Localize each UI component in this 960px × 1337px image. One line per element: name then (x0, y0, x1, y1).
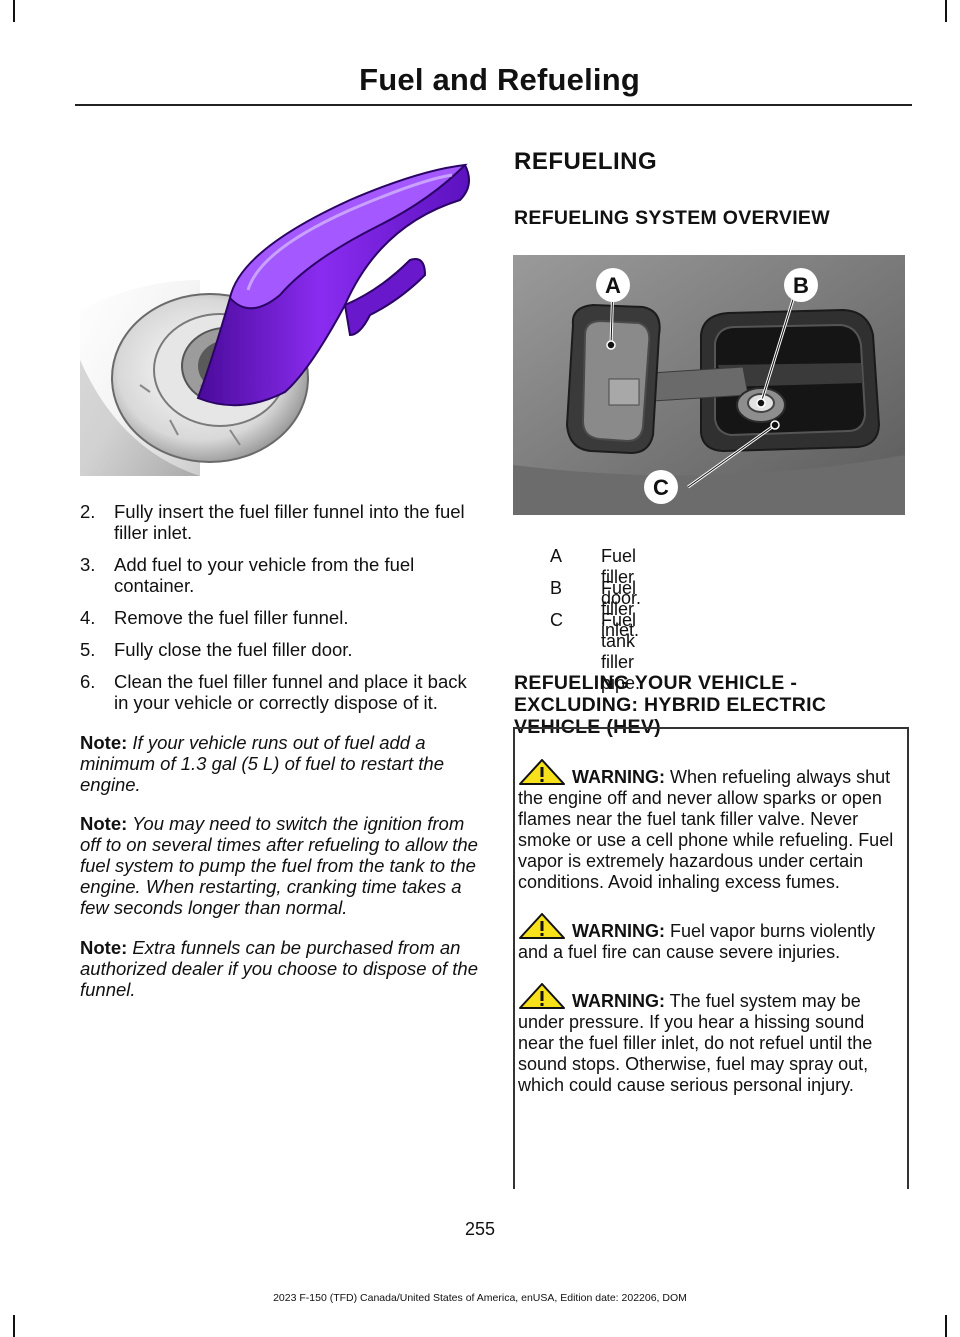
warning-triangle-icon (519, 983, 565, 1009)
warning-triangle-icon (519, 759, 565, 785)
list-item: 3.Add fuel to your vehicle from the fuel… (80, 554, 415, 596)
note-label: Note: (80, 936, 128, 958)
page-number: 255 (464, 1219, 496, 1239)
section-heading: REFUELING (514, 148, 658, 175)
steps-list: 2.Fully insert the fuel filler funnel in… (80, 501, 478, 713)
header-divider (75, 104, 912, 106)
note-label: Note: (80, 731, 128, 753)
list-item: 6.Clean the fuel filler funnel and place… (80, 671, 467, 713)
overview-heading: REFUELING SYSTEM OVERVIEW (514, 207, 830, 229)
note-paragraph: Note: You may need to switch the ignitio… (80, 813, 478, 918)
crop-mark (13, 0, 15, 22)
crop-mark (945, 1315, 947, 1337)
callout-c-label: C (653, 475, 669, 500)
crop-mark (945, 0, 947, 22)
note-paragraph: Note: If your vehicle runs out of fuel a… (80, 731, 444, 795)
warning-paragraph: WARNING: When refueling always shut the … (515, 759, 907, 893)
list-item: 2.Fully insert the fuel filler funnel in… (80, 501, 465, 543)
funnel-illustration (80, 130, 478, 476)
warning-triangle-icon (519, 913, 565, 939)
steps-column: 2.Fully insert the fuel filler funnel in… (80, 501, 478, 1012)
callout-b-label: B (793, 273, 809, 298)
warning-label: WARNING: (572, 921, 665, 941)
warning-paragraph: WARNING: The fuel system may be under pr… (515, 983, 907, 1096)
page-title: Fuel and Refueling (359, 62, 640, 97)
warning-label: WARNING: (572, 991, 665, 1011)
warning-box: WARNING: When refueling always shut the … (513, 727, 909, 1189)
note-label: Note: (80, 813, 128, 834)
note-paragraph: Note: Extra funnels can be purchased fro… (80, 936, 479, 1000)
refueling-heading: REFUELING YOUR VEHICLE - EXCLUDING: HYBR… (514, 672, 827, 738)
fuel-door-photo: A B C (513, 255, 905, 515)
warning-paragraph: WARNING: Fuel vapor burns violently and … (515, 913, 907, 963)
callout-a-label: A (605, 273, 621, 298)
list-item: 4.Remove the fuel filler funnel. (80, 607, 349, 628)
warning-label: WARNING: (572, 767, 665, 787)
crop-mark (13, 1315, 15, 1337)
page-footer: 2023 F-150 (TFD) Canada/United States of… (273, 1292, 687, 1304)
list-item: 5.Fully close the fuel filler door. (80, 639, 353, 660)
